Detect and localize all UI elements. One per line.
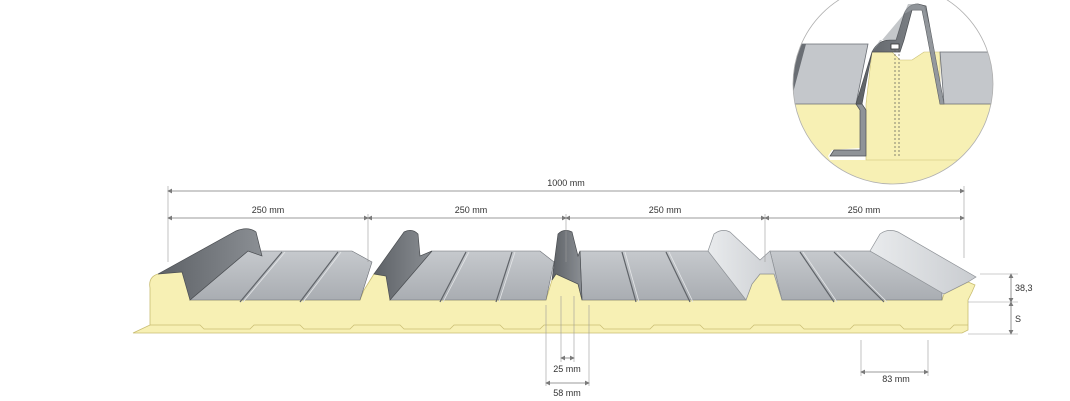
rib-1 [157, 228, 263, 301]
bottom-profile [150, 324, 968, 330]
label-module-1: 250 mm [252, 205, 285, 215]
detail-pan-right [939, 51, 993, 105]
rib-4 [707, 230, 783, 301]
label-module-3: 250 mm [649, 205, 682, 215]
pan-grooves [239, 251, 885, 303]
label-total-width: 1000 mm [547, 178, 585, 188]
label-module-2: 250 mm [455, 205, 488, 215]
label-module-4: 250 mm [848, 205, 881, 215]
label-rib-base: 58 mm [553, 388, 581, 398]
rib-5-overlap [869, 230, 977, 295]
joint-detail-inset [792, 0, 994, 185]
metal-skin [157, 228, 977, 303]
dimension-lines [167, 186, 1018, 386]
label-rib-height: 38,3 [1015, 283, 1033, 293]
dimension-labels: 1000 mm 250 mm 250 mm 250 mm 250 mm 25 m… [252, 178, 1033, 398]
detail-circle-outline [792, 0, 994, 185]
rib-2 [373, 230, 433, 301]
rib-3 [551, 230, 583, 301]
label-underlap: 83 mm [882, 374, 910, 384]
label-thickness: S [1015, 314, 1021, 324]
label-rib-top: 25 mm [553, 364, 581, 374]
